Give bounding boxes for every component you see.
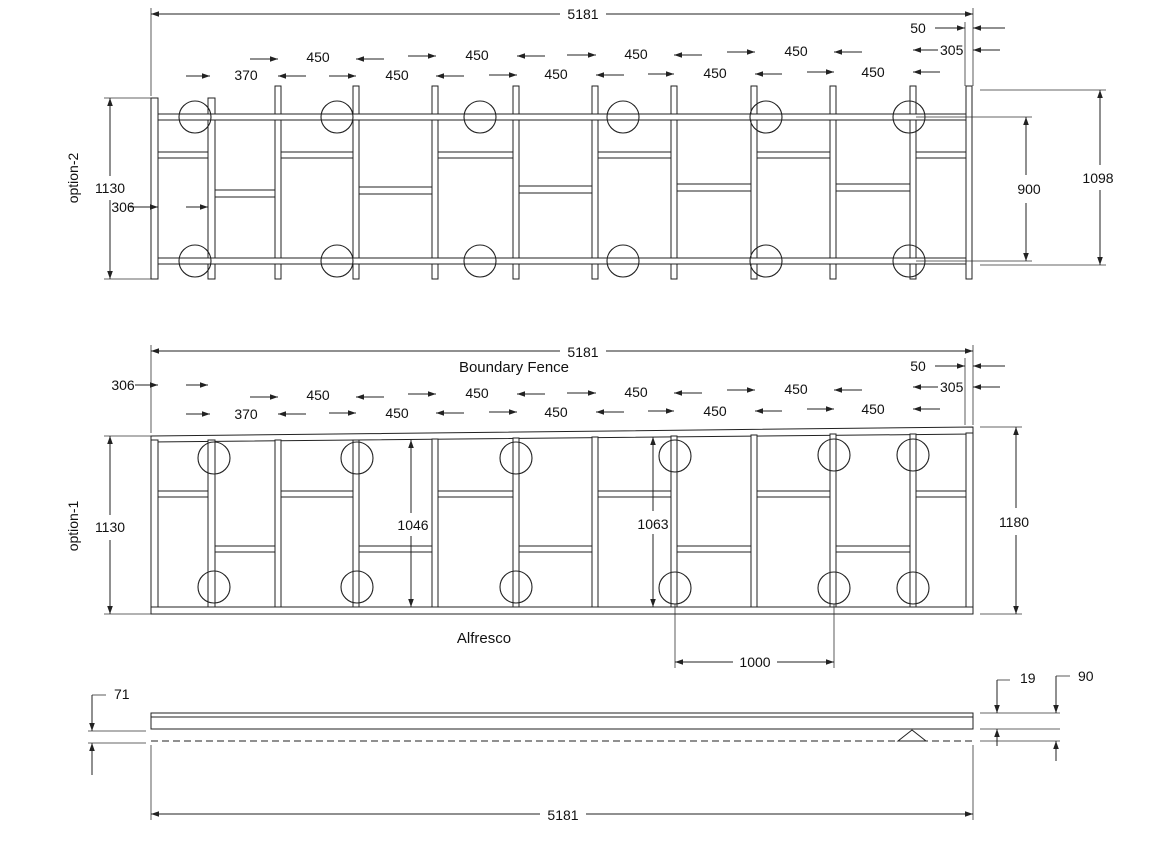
option1-bottom-bearer	[150, 606, 974, 615]
option1-dim-450-g: 450	[703, 403, 727, 419]
section-board-thickness-dim: 19	[1020, 670, 1036, 686]
option1-spacing-row-upper: 450 450 450 450	[250, 381, 862, 403]
option1-dim-450-b: 450	[465, 385, 489, 401]
option2-spacing-row-lower: 370 450 450 450 450	[186, 64, 940, 83]
option1-end-dim: 305	[940, 379, 964, 395]
option2-noggins	[158, 151, 966, 198]
option1-dim-450-d: 450	[784, 381, 808, 397]
option2-dim-450-d: 450	[784, 43, 808, 59]
section-board	[150, 712, 974, 730]
option1-noggins	[158, 490, 966, 553]
option1-joist-span-b: 1063	[637, 516, 668, 532]
option1-overall-dim: 5181	[567, 344, 598, 360]
option2-joists	[150, 85, 973, 280]
option1-label: option-1	[65, 500, 81, 551]
option2-dim-450-f: 450	[544, 66, 568, 82]
section-depth-dim: 71	[114, 686, 130, 702]
option2-left-offset-dim: 306	[111, 199, 135, 215]
alfresco-label: Alfresco	[457, 630, 511, 647]
option1-dim-450-a: 450	[306, 387, 330, 403]
option1-dim-450-c: 450	[624, 384, 648, 400]
option2-end-dim: 305	[940, 42, 964, 58]
option1-dim-450-e: 450	[385, 405, 409, 421]
option2-width-dim: 1130	[95, 180, 125, 196]
option1-piles	[197, 438, 930, 605]
section-overall-dim: 5181	[547, 807, 578, 823]
option1-outer-depth-dim: 1180	[999, 514, 1029, 530]
option1-gap-dim: 50	[910, 358, 926, 374]
option2-spacing-row-upper: 450 450 450 450	[250, 43, 862, 65]
option1-spacing-row-lower: 370 450 450 450 450	[186, 401, 940, 422]
option1-joists	[150, 432, 974, 608]
option1-width-dim: 1130	[95, 519, 125, 535]
option2-plan: 5181 50 305 450 450 450 450 37	[65, 6, 1114, 280]
option2-dim-450-c: 450	[624, 46, 648, 62]
section-support-marker	[896, 729, 928, 742]
option2-label: option-2	[65, 152, 81, 203]
option1-left-offset-dim: 306	[111, 377, 135, 393]
option1-dim-450-f: 450	[544, 404, 568, 420]
option2-dim-450-h: 450	[861, 64, 885, 80]
option1-pile-spacing-dim: 1000	[739, 654, 770, 670]
option2-dim-450-e: 450	[385, 67, 409, 83]
option2-inner-depth-dim: 900	[1017, 181, 1041, 197]
option2-overall-dim: 5181	[567, 6, 598, 22]
option1-dim-450-h: 450	[861, 401, 885, 417]
option2-dim-370: 370	[234, 67, 258, 83]
option2-outer-depth-dim: 1098	[1082, 170, 1113, 186]
option2-gap-dim: 50	[910, 20, 926, 36]
option1-top-bearer	[150, 426, 974, 443]
section-joist-depth-dim: 90	[1078, 668, 1094, 684]
option1-joist-span-a: 1046	[397, 517, 428, 533]
option2-piles	[178, 100, 926, 278]
option1-plan: 5181 Boundary Fence 50 305 306 450 450 4…	[65, 344, 1029, 670]
option2-dim-450-b: 450	[465, 47, 489, 63]
option2-dim-450-a: 450	[306, 49, 330, 65]
option1-dim-370: 370	[234, 406, 258, 422]
option2-dim-450-g: 450	[703, 65, 727, 81]
section-view: 71 19 90 5181	[88, 668, 1094, 823]
boundary-fence-label: Boundary Fence	[459, 359, 569, 376]
